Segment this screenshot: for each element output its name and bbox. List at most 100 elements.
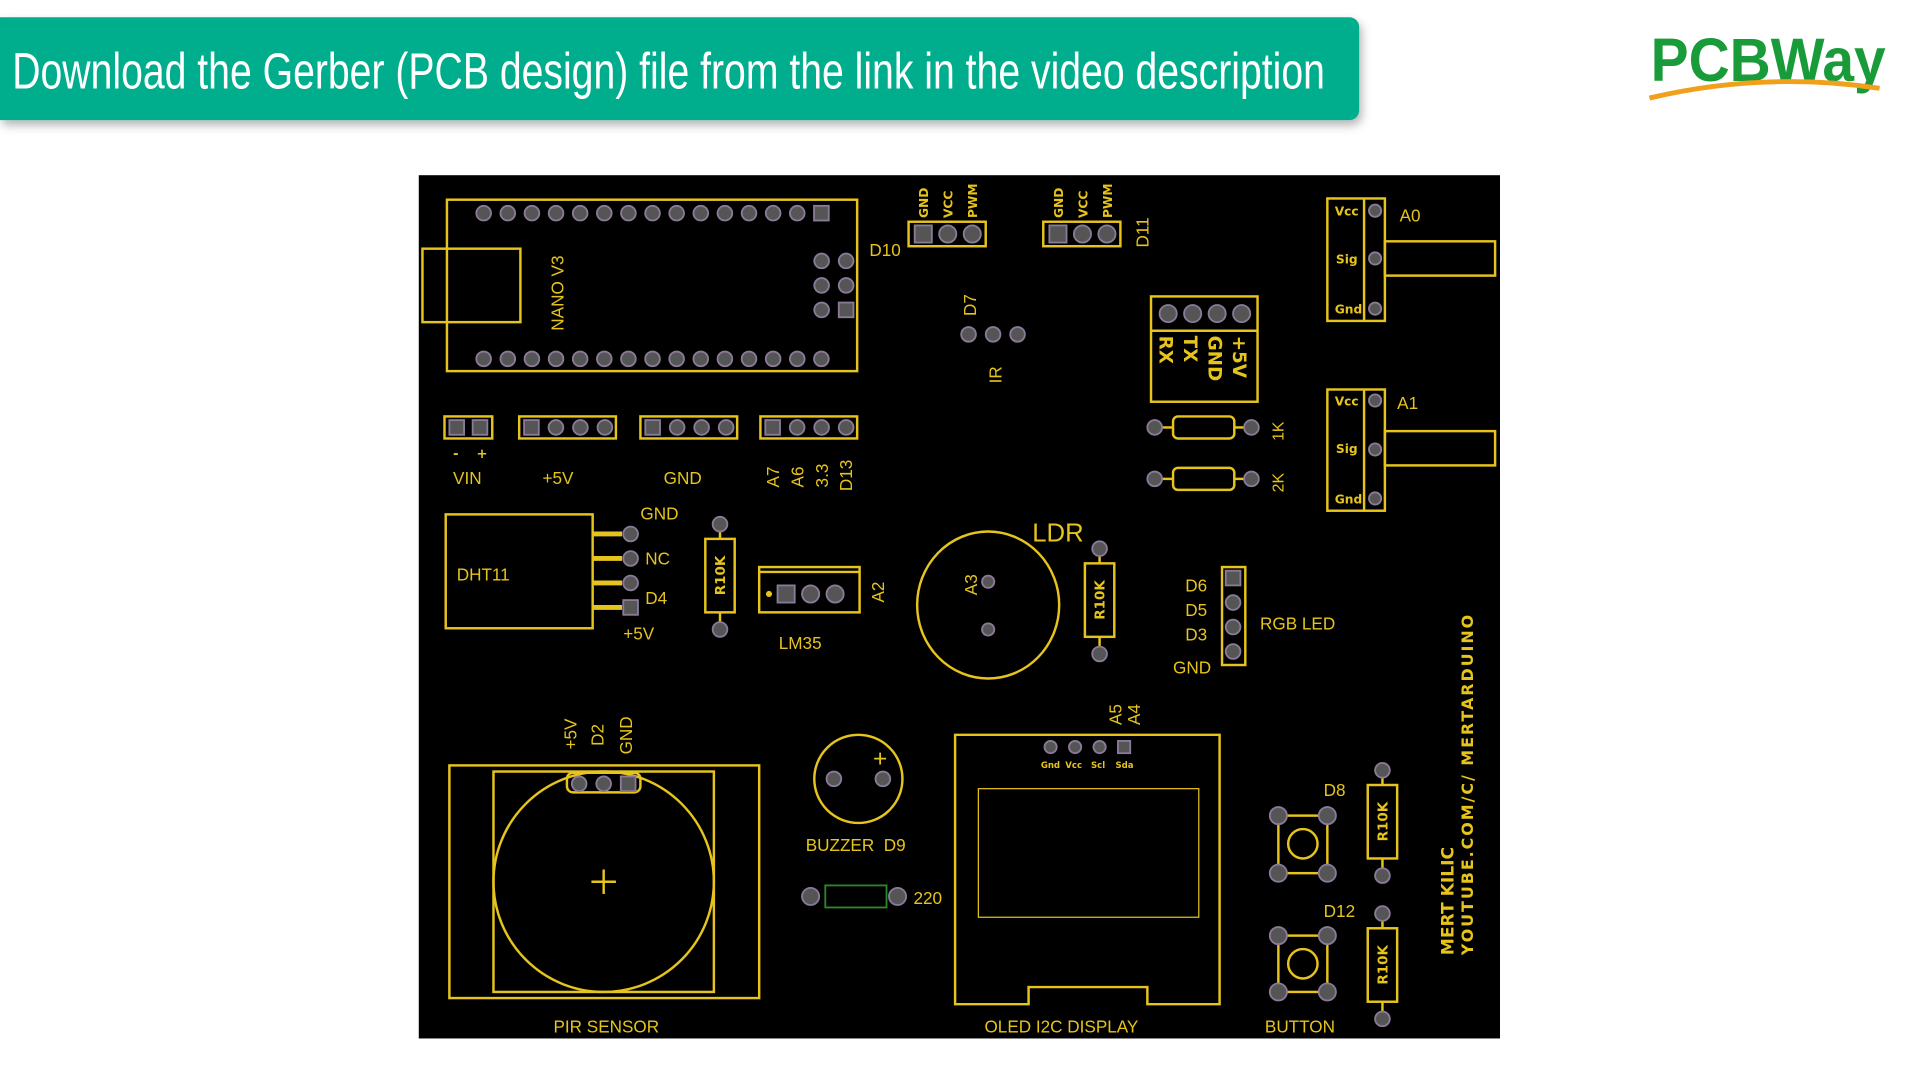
solder-pad bbox=[1072, 224, 1092, 244]
d11-pin-label: VCC bbox=[1076, 191, 1090, 218]
solder-pad bbox=[740, 350, 758, 368]
pot-a0-shaft bbox=[1383, 240, 1497, 277]
r1k-label: 1K bbox=[1270, 421, 1287, 441]
solder-pad bbox=[801, 584, 821, 604]
pcb-pads bbox=[448, 203, 1391, 1028]
solder-pad bbox=[837, 252, 855, 270]
solder-pad bbox=[1207, 304, 1227, 324]
solder-pad bbox=[764, 419, 781, 436]
solder-pad bbox=[448, 419, 465, 436]
serial-pin-label: +5V bbox=[1228, 336, 1249, 379]
solder-pad bbox=[692, 350, 710, 368]
solder-pad bbox=[571, 350, 589, 368]
button-d12-cap bbox=[1286, 947, 1319, 980]
solder-pad bbox=[1268, 806, 1288, 826]
pot-pin-label: Vcc bbox=[1335, 205, 1359, 219]
solder-pad bbox=[837, 301, 855, 319]
rgb-pin-label: D3 bbox=[1185, 625, 1207, 645]
solder-pad bbox=[1117, 740, 1132, 755]
solder-pad bbox=[716, 204, 734, 222]
solder-pad bbox=[1232, 304, 1252, 324]
solder-pad bbox=[1146, 419, 1163, 436]
pot-pin-label: Gnd bbox=[1335, 303, 1363, 317]
solder-pad bbox=[711, 515, 729, 533]
plus-icon bbox=[591, 869, 616, 894]
banner-background bbox=[0, 17, 1360, 121]
solder-pad bbox=[825, 770, 843, 788]
oled-pin-label: Vcc bbox=[1065, 761, 1082, 771]
solder-pad bbox=[1068, 740, 1083, 755]
solder-pad bbox=[837, 277, 855, 294]
pir-pin-label: GND bbox=[616, 716, 636, 754]
pir-pin-label: D2 bbox=[588, 724, 608, 746]
buzzer-plus: + bbox=[873, 746, 887, 773]
r220-label: 220 bbox=[913, 888, 942, 908]
solder-pad bbox=[888, 886, 908, 906]
serial-pin-label: RX bbox=[1155, 336, 1176, 364]
button-label: BUTTON bbox=[1265, 1016, 1335, 1036]
pot-pin-label: Sig bbox=[1336, 442, 1358, 456]
solder-pad bbox=[962, 224, 982, 244]
solder-pad bbox=[740, 204, 758, 222]
oled-outline bbox=[953, 733, 1221, 1006]
solder-pad bbox=[1097, 224, 1117, 244]
button-d8-label: D8 bbox=[1324, 780, 1346, 800]
gnd-header bbox=[639, 415, 739, 440]
solder-pad bbox=[547, 419, 565, 436]
pot-pin-label: Vcc bbox=[1335, 394, 1359, 408]
solder-pad bbox=[938, 224, 958, 244]
solder-pad bbox=[1224, 569, 1242, 587]
solder-pad bbox=[1368, 251, 1383, 266]
button-d12-label: D12 bbox=[1324, 901, 1355, 921]
serial-pin-label: TX bbox=[1179, 336, 1200, 363]
solder-pad bbox=[644, 419, 661, 436]
serial-module bbox=[1149, 295, 1259, 403]
ir-pin-label: D7 bbox=[960, 294, 980, 316]
analog-pin-label: 3.3 bbox=[812, 464, 832, 488]
oled-pin-label: Sda bbox=[1116, 761, 1134, 771]
solder-pad bbox=[874, 770, 892, 788]
solder-pad bbox=[813, 301, 830, 319]
solder-pad bbox=[1317, 926, 1337, 946]
solder-pad bbox=[1091, 540, 1108, 557]
solder-pad bbox=[1268, 926, 1288, 946]
d11-pin-label: PWM bbox=[1101, 183, 1115, 218]
solder-pad bbox=[1183, 304, 1203, 324]
solder-pad bbox=[1317, 863, 1337, 883]
solder-pad bbox=[523, 350, 541, 368]
pot-pin-label: Sig bbox=[1336, 252, 1358, 266]
buzzer-label: BUZZER D9 bbox=[806, 835, 906, 855]
solder-pad bbox=[913, 224, 933, 244]
resistor-220 bbox=[824, 884, 888, 909]
solder-pad bbox=[622, 550, 639, 567]
nano-outline bbox=[445, 198, 859, 373]
r10k-label: R10K bbox=[1093, 580, 1108, 620]
rgb-label: RGB LED bbox=[1260, 613, 1335, 633]
button-d12-outline bbox=[1277, 934, 1329, 994]
analog-pin-label: A7 bbox=[763, 466, 783, 487]
solder-pad bbox=[813, 419, 830, 436]
ldr-pin-label: A3 bbox=[961, 574, 981, 595]
solder-pad bbox=[620, 350, 637, 368]
usb-outline bbox=[421, 247, 522, 324]
nano-label: NANO V3 bbox=[547, 256, 567, 331]
solder-pad bbox=[981, 622, 996, 637]
solder-pad bbox=[595, 775, 612, 793]
button-d8-cap bbox=[1286, 827, 1319, 860]
pir-label: PIR SENSOR bbox=[553, 1016, 659, 1036]
solder-pad bbox=[499, 350, 517, 368]
5v-label: +5V bbox=[542, 468, 574, 488]
solder-pad bbox=[644, 350, 661, 368]
solder-pad bbox=[692, 204, 710, 222]
solder-pad bbox=[523, 419, 540, 436]
solder-pad bbox=[813, 204, 830, 222]
dht11-label: DHT11 bbox=[457, 565, 510, 585]
solder-pad bbox=[1043, 740, 1058, 755]
solder-pad bbox=[776, 584, 796, 604]
solder-pad bbox=[1243, 419, 1260, 436]
5v-header bbox=[517, 415, 618, 440]
solder-pad bbox=[620, 204, 637, 222]
solder-pad bbox=[471, 419, 489, 436]
ir-label: IR bbox=[986, 366, 1006, 383]
